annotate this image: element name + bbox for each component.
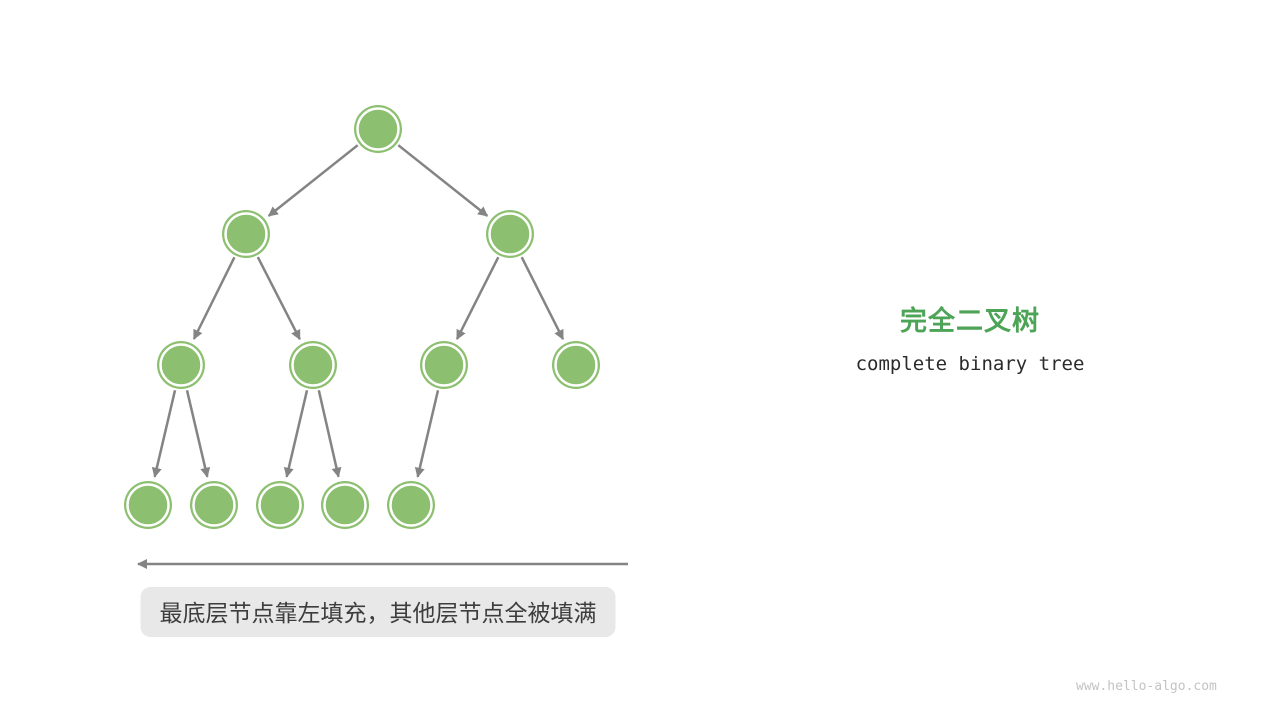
tree-node <box>552 341 600 389</box>
tree-node <box>486 210 534 258</box>
tree-edge <box>397 144 489 217</box>
caption-box: 最底层节点靠左填充，其他层节点全被填满 <box>140 587 616 637</box>
tree-edge <box>520 256 565 340</box>
title-en: complete binary tree <box>855 353 1085 375</box>
tree-node <box>222 210 270 258</box>
tree-node <box>321 481 369 529</box>
tree-edge <box>283 390 309 478</box>
title-block: 完全二叉树 complete binary tree <box>808 299 1132 375</box>
tree-node <box>256 481 304 529</box>
title-zh: 完全二叉树 <box>900 306 1040 336</box>
tree-edge <box>192 256 236 340</box>
watermark: www.hello-algo.com <box>1076 679 1217 694</box>
tree-node <box>387 481 435 529</box>
tree-node <box>289 341 337 389</box>
tree-edges-layer <box>151 144 565 478</box>
caption-text: 最底层节点靠左填充，其他层节点全被填满 <box>159 600 597 626</box>
tree-node <box>354 105 402 153</box>
tree-node <box>124 481 172 529</box>
tree-edge <box>185 390 211 478</box>
tree-edge <box>414 390 440 478</box>
tree-edge <box>317 390 342 478</box>
tree-edge <box>256 256 301 341</box>
tree-node <box>420 341 468 389</box>
tree-edge <box>455 256 500 340</box>
tree-edge <box>151 390 177 478</box>
tree-node <box>190 481 238 529</box>
tree-node <box>157 341 205 389</box>
tree-edge <box>267 144 359 217</box>
tree-nodes-layer <box>124 105 600 529</box>
